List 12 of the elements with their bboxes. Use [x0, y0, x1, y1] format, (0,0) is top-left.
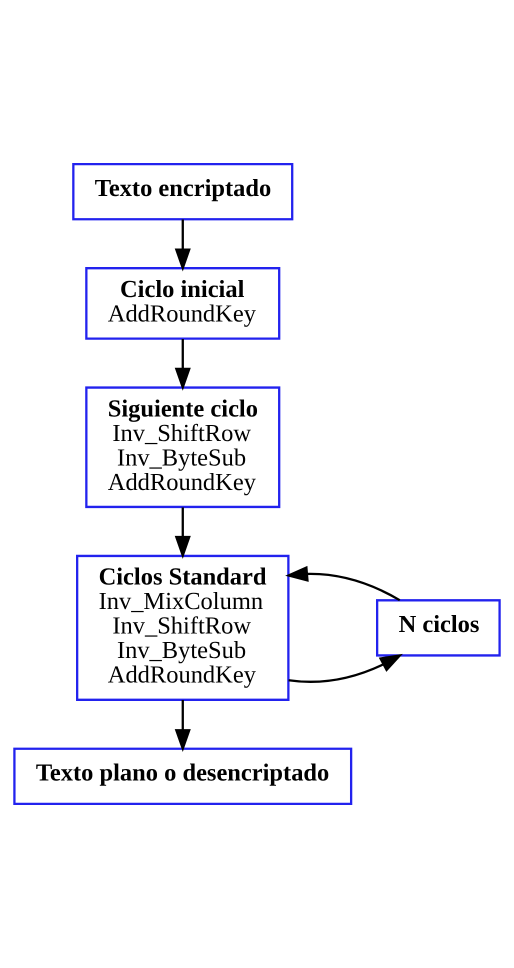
arrow [174, 700, 191, 752]
node-box: Ciclo inicial AddRoundKey [85, 267, 280, 340]
node-box: Ciclos Standard Inv_MixColumn Inv_ShiftRow Inv_ByteSub AddRoundKey [76, 554, 290, 701]
arrow [285, 566, 400, 602]
arrow [174, 507, 191, 559]
node-box: N ciclos [376, 599, 501, 657]
arrow [174, 339, 191, 391]
arrow [174, 220, 191, 272]
node-box: Texto plano o desencriptado [13, 748, 352, 806]
arrow [288, 654, 403, 683]
node-box: Texto encriptado [72, 162, 294, 220]
node-box: Siguiente ciclo Inv_ShiftRow Inv_ByteSub AddRoundKey [85, 386, 280, 508]
